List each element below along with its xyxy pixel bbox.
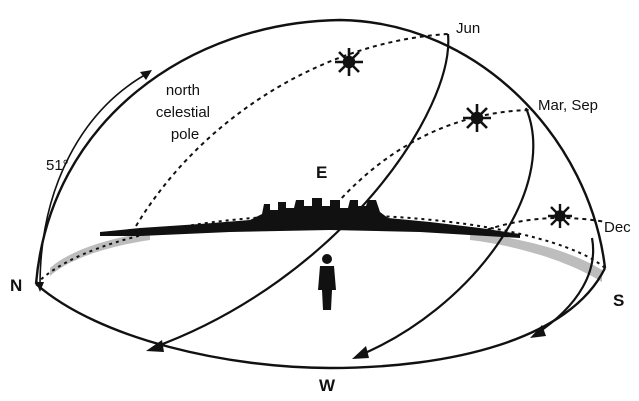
equinox-arrowhead [352, 346, 369, 359]
horizon-haze-left [50, 232, 150, 276]
june-sun-symbol [335, 48, 363, 76]
sky-dome-outline [34, 18, 607, 285]
horizon-haze-right [470, 232, 602, 282]
observer-figure [318, 254, 336, 310]
equinox-sun-symbol [463, 104, 491, 132]
equinox-path-label: Mar, Sep [538, 97, 598, 114]
june-path-label: Jun [456, 20, 480, 37]
june-path-dotted [135, 33, 449, 227]
pole-label-line-1: north [166, 82, 200, 99]
december-path-solid [535, 237, 595, 335]
pole-label-line-2: celestial [156, 104, 210, 121]
june-arrowhead [146, 340, 164, 352]
latitude-arc [39, 71, 151, 287]
equinox-path-solid [357, 107, 535, 358]
north-celestial-pole-label: north celestial pole [156, 82, 214, 143]
december-sun-symbol [548, 204, 572, 228]
latitude-arc-arrow-top [140, 70, 152, 80]
latitude-angle-label: 51° [46, 157, 69, 174]
december-arrowhead [530, 325, 546, 338]
cardinal-east-label: E [316, 163, 327, 182]
june-path-solid [151, 33, 450, 350]
cardinal-south-label: S [613, 291, 624, 310]
december-path-dotted [479, 216, 607, 233]
december-path-label: Dec [604, 219, 631, 236]
cardinal-west-label: W [319, 376, 336, 395]
pole-label-line-3: pole [171, 126, 199, 143]
horizon-skyline [100, 198, 520, 238]
latitude-arc-arrow-bottom [36, 282, 44, 292]
cardinal-north-label: N [10, 276, 22, 295]
equinox-path-dotted [325, 109, 531, 217]
